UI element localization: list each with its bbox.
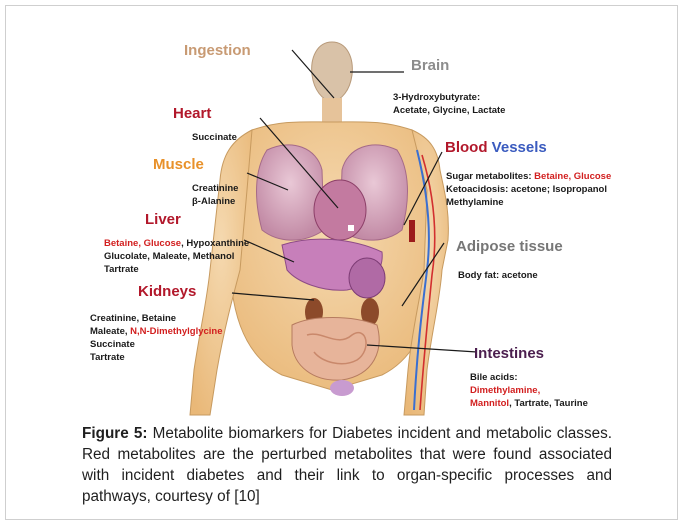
liver-red-metabolites: Betaine, Glucose (104, 238, 181, 249)
kidneys-metabolite-line: Succinate (90, 338, 223, 351)
blood-vessels-metabolite-line: Methylamine (446, 196, 611, 209)
blood-vessels-metabolite-line: Ketoacidosis: acetone; Isopropanol (446, 183, 611, 196)
kidneys-title: Kidneys (138, 283, 196, 300)
blood-vessels-title: Blood Vessels (445, 139, 547, 156)
intestines-title: Intestines (474, 345, 544, 362)
kidneys-metabolite-line: Tartrate (90, 351, 223, 364)
heart-title: Heart (173, 105, 211, 122)
caption-label: Figure 5: (82, 425, 147, 442)
blood-word: Blood (445, 139, 488, 156)
muscle-metabolite-line: β-Alanine (192, 195, 238, 208)
liver-metabolite-line: Glucolate, Maleate, Methanol (104, 250, 249, 263)
liver-metabolite-line: Tartrate (104, 263, 249, 276)
intestines-metabolite-line: Bile acids: (470, 371, 588, 384)
blood-vessels-metabolites: Sugar metabolites: Betaine, Glucose Keto… (446, 170, 611, 209)
blood-vessels-metabolite-text: Sugar metabolites: (446, 171, 534, 182)
muscle-metabolite-line: Creatinine (192, 182, 238, 195)
intestines-red-metabolite: Mannitol (470, 398, 509, 409)
brain-metabolites: 3-Hydroxybutyrate: Acetate, Glycine, Lac… (393, 91, 505, 117)
muscle-title: Muscle (153, 156, 204, 173)
liver-title: Liver (145, 211, 181, 228)
muscle-metabolites: Creatinine β-Alanine (192, 182, 238, 208)
ingestion-title: Ingestion (184, 42, 251, 59)
liver-metabolite-text: , Hypoxanthine (181, 238, 249, 249)
brain-title: Brain (411, 57, 449, 74)
intestines-metabolites: Bile acids: Dimethylamine, Mannitol, Tar… (470, 371, 588, 410)
intestines-metabolite-text: , Tartrate, Taurine (509, 398, 588, 409)
kidneys-red-metabolite: N,N-Dimethylglycine (130, 326, 222, 337)
kidneys-metabolites: Creatinine, Betaine Maleate, N,N-Dimethy… (90, 312, 223, 364)
adipose-metabolites: Body fat: acetone (458, 269, 538, 282)
intestines-red-metabolite: Dimethylamine, (470, 384, 588, 397)
blood-vessels-red-metabolites: Betaine, Glucose (534, 171, 611, 182)
vessels-word: Vessels (492, 139, 547, 156)
adipose-title: Adipose tissue (456, 238, 563, 255)
brain-metabolite-line: 3-Hydroxybutyrate: (393, 91, 505, 104)
heart-metabolites: Succinate (192, 131, 237, 144)
brain-metabolite-line: Acetate, Glycine, Lactate (393, 104, 505, 117)
caption-text: Metabolite biomarkers for Diabetes incid… (82, 425, 612, 505)
liver-metabolites: Betaine, Glucose, Hypoxanthine Glucolate… (104, 237, 249, 276)
figure-caption: Figure 5: Metabolite biomarkers for Diab… (82, 423, 612, 507)
kidneys-metabolite-text: Maleate, (90, 326, 130, 337)
kidneys-metabolite-line: Creatinine, Betaine (90, 312, 223, 325)
